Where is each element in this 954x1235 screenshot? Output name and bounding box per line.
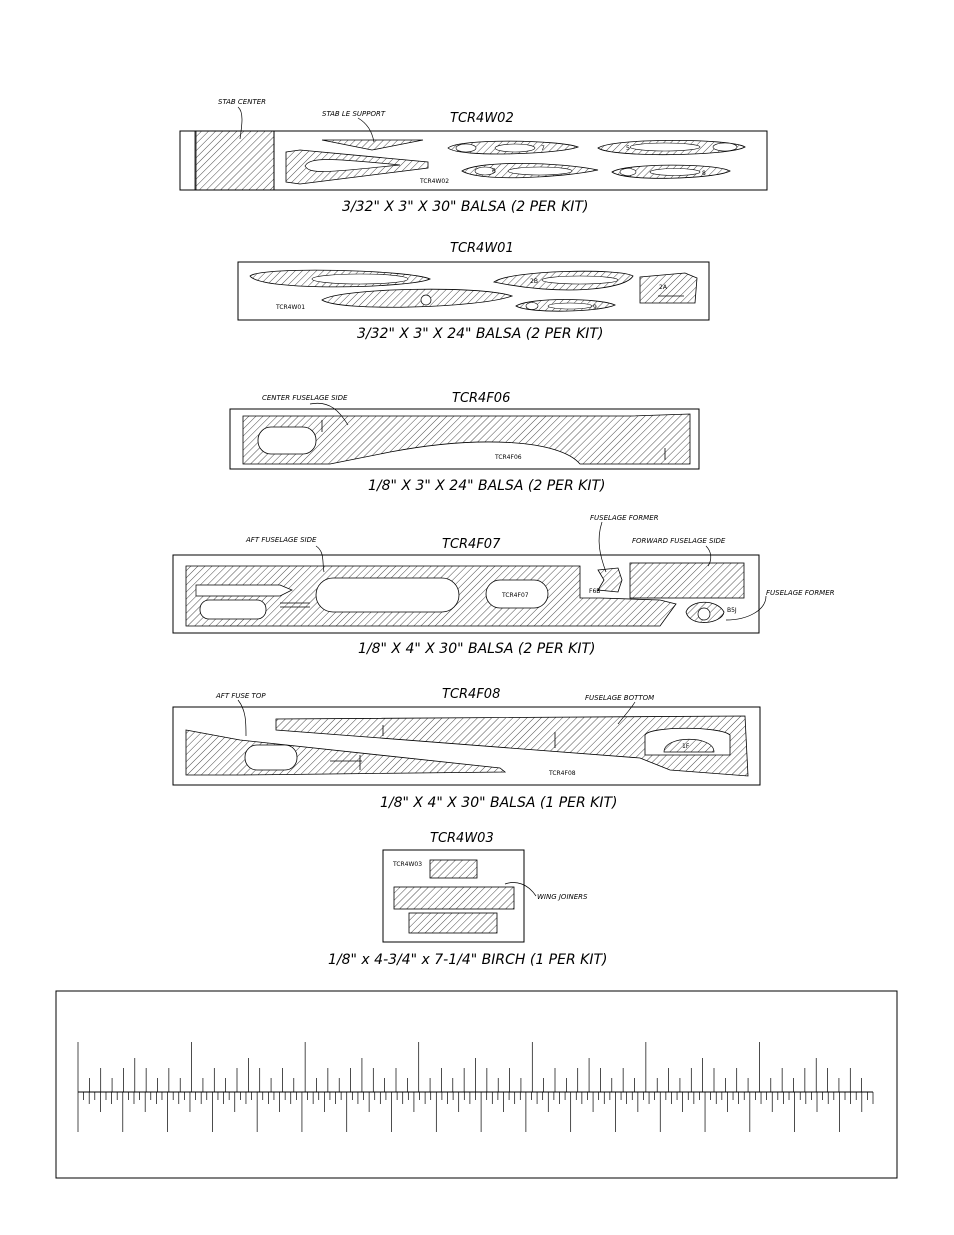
- callout-fuselage-former: FUSELAGE FORMER: [590, 514, 659, 522]
- part-code: 5: [626, 145, 630, 152]
- sheet-caption: 1/8" X 4" X 30" BALSA (1 PER KIT): [380, 795, 618, 811]
- part-code: 2B: [530, 278, 538, 285]
- part-code: TCR4W03: [392, 861, 422, 868]
- sheet-title: TCR4F06: [452, 391, 510, 406]
- sheet-title: TCR4F08: [442, 687, 500, 702]
- sheet-outline: [179, 130, 768, 191]
- ruler-ticks: [77, 1042, 874, 1132]
- part-code: TCR4F06: [494, 454, 522, 461]
- scale-ruler: [55, 990, 898, 1179]
- part-code: 8: [702, 170, 706, 177]
- sheet-tcr4f07: AFT FUSELAGE SIDE FUSELAGE FORMER FORWAR…: [172, 514, 835, 657]
- callout-fuselage-former: FUSELAGE FORMER: [766, 589, 835, 597]
- callout-stab-center: STAB CENTER: [218, 98, 266, 106]
- callout-fuselage-bottom: FUSELAGE BOTTOM: [585, 694, 654, 702]
- sheet-caption: 1/8" X 4" X 30" BALSA (2 PER KIT): [358, 641, 596, 657]
- wing-joiner-part: [393, 886, 515, 910]
- fuselage-bottom-part: [275, 715, 749, 777]
- center-fuselage-side-part: [242, 413, 691, 465]
- stab-le-support-part: [321, 139, 424, 151]
- sheet-caption: 1/8" X 3" X 24" BALSA (2 PER KIT): [368, 478, 606, 494]
- former-1f-part: [663, 738, 715, 753]
- part-code: 6: [492, 168, 496, 175]
- sheet-caption: 3/32" X 3" X 24" BALSA (2 PER KIT): [357, 326, 603, 342]
- stab-center-part: [195, 130, 275, 191]
- ruler-frame: [55, 990, 898, 1179]
- part-code: TCR4W02: [419, 178, 449, 185]
- part-code: 2A: [659, 284, 668, 291]
- sheet-title: TCR4W02: [450, 111, 514, 126]
- sheet-tcr4w02: STAB CENTER STAB LE SUPPORT TCR4W02 TCR4…: [179, 98, 768, 215]
- sheet-title: TCR4F07: [442, 537, 501, 552]
- fuselage-former-part: [597, 567, 623, 593]
- sheet-caption: 3/32" X 3" X 30" BALSA (2 PER KIT): [342, 199, 588, 215]
- sheet-outline: [237, 261, 710, 321]
- wing-joiner-part: [429, 859, 478, 879]
- sheet-caption: 1/8" x 4-3/4" x 7-1/4" BIRCH (1 PER KIT): [328, 952, 607, 968]
- callout-wing-joiners: WING JOINERS: [537, 893, 588, 901]
- part-code: TCR4W01: [275, 304, 305, 311]
- callout-stab-le-support: STAB LE SUPPORT: [322, 110, 386, 118]
- part-code: B5J: [727, 607, 737, 614]
- callout-center-fuselage-side: CENTER FUSELAGE SIDE: [262, 394, 348, 402]
- sheet-outline: [172, 706, 761, 786]
- callout-aft-fuse-top: AFT FUSE TOP: [215, 692, 266, 700]
- sheet-tcr4f08: AFT FUSE TOP FUSELAGE BOTTOM TCR4F08 TCR…: [172, 687, 761, 811]
- part-code: TCR4F08: [548, 770, 576, 777]
- part-code: 1F: [682, 743, 690, 750]
- part-code: 9: [593, 304, 597, 311]
- sheet-tcr4w01: TCR4W01 TCR4W01 2B 2A 9 3/32" X 3" X 24"…: [237, 241, 710, 342]
- sheet-title: TCR4W01: [450, 241, 514, 256]
- sheet-outline: [229, 408, 700, 470]
- sheet-tcr4w03: TCR4W03 WING JOINERS TCR4W03 1/8" x 4-3/…: [328, 831, 607, 968]
- forward-fuselage-side-part: [629, 562, 745, 599]
- part-code: TCR4F07: [501, 592, 529, 599]
- part-code: 7: [541, 145, 545, 152]
- sheet-outline: [382, 849, 525, 943]
- rib-part: [321, 288, 514, 308]
- callout-aft-fuselage-side: AFT FUSELAGE SIDE: [245, 536, 317, 544]
- wing-joiner-part: [408, 912, 498, 934]
- sheet-outline: [172, 554, 760, 634]
- callout-forward-fuselage-side: FORWARD FUSELAGE SIDE: [632, 537, 726, 545]
- wing-part: [639, 272, 698, 304]
- sheet-title: TCR4W03: [430, 831, 494, 846]
- sheet-tcr4f06: CENTER FUSELAGE SIDE TCR4F06 TCR4F06 1/8…: [229, 391, 700, 494]
- part-code: F6B: [589, 588, 600, 595]
